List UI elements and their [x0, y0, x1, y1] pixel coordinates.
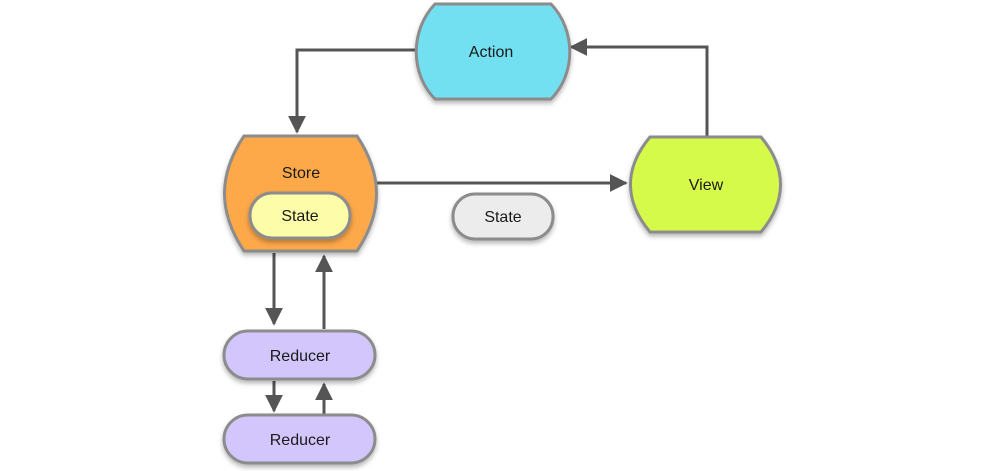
reducer-1-shape — [222, 329, 377, 381]
state-label: State — [484, 209, 521, 226]
store-label: Store — [282, 165, 320, 182]
action-node: Action — [414, 2, 572, 101]
state-node: State — [451, 192, 555, 241]
reducer-node-2: Reducer — [222, 413, 377, 465]
connectors — [265, 38, 709, 414]
view-shape — [629, 135, 782, 234]
action-label: Action — [469, 44, 513, 61]
reducer-2-shape — [222, 413, 377, 465]
arrow-action-to-store — [288, 48, 416, 134]
reducer-2-label: Reducer — [270, 432, 331, 449]
store-state-shape — [248, 191, 352, 240]
store-node: Store State — [223, 134, 378, 253]
view-node: View — [629, 135, 782, 234]
view-label: View — [689, 177, 724, 194]
store-state-label: State — [281, 208, 318, 225]
reducer-node-1: Reducer — [222, 329, 377, 381]
reducer-1-label: Reducer — [270, 348, 331, 365]
arrow-view-to-action — [569, 38, 709, 137]
state-shape — [451, 192, 555, 241]
action-shape — [414, 2, 572, 101]
